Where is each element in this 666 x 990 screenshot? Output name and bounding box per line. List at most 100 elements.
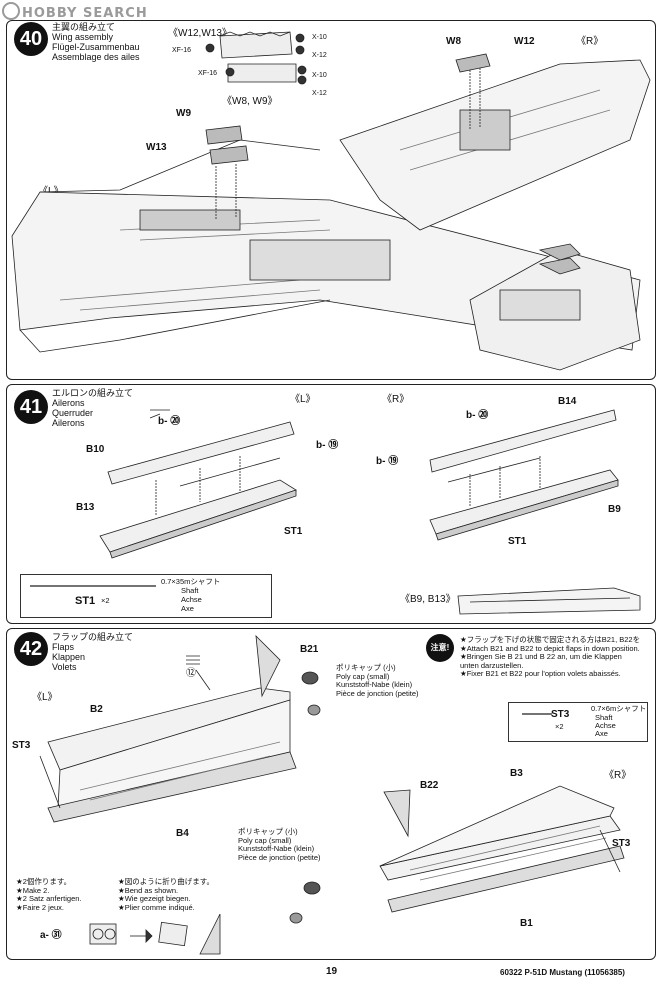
- bend-fr: ★Plier comme indiqué.: [118, 902, 195, 912]
- variant-b9-b13: 《B9, B13》: [400, 594, 456, 605]
- part-b13: B13: [76, 502, 95, 513]
- side-left-42: 《L》: [32, 692, 58, 703]
- step-40-title: 主翼の組み立て Wing assembly Flügel-Zusammenbau…: [52, 22, 140, 62]
- group-w12-w13: 《W12,W13》: [168, 28, 232, 39]
- title-en: Wing assembly: [52, 32, 114, 42]
- part-b2: B2: [90, 704, 103, 715]
- step-42-title: フラップの組み立て Flaps Klappen Volets: [52, 632, 133, 672]
- bend-de: ★Wie gezeigt biegen.: [118, 894, 191, 903]
- bend-en: ★Bend as shown.: [118, 885, 179, 895]
- title-jp: エルロンの組み立て: [52, 388, 134, 398]
- part-b22: B22: [420, 780, 439, 791]
- side-right: 《R》: [576, 36, 604, 47]
- group-w8-w9: 《W8, W9》: [222, 96, 278, 107]
- shaft-spec: 0.7×35mシャフト: [161, 577, 221, 586]
- part-b1: B1: [520, 918, 533, 929]
- paint-x10-a: X-10: [312, 34, 327, 41]
- watermark: HOBBY SEARCH: [2, 2, 148, 21]
- make2-en: ★Make 2.: [16, 885, 50, 895]
- ref-a31: a- ㉛: [40, 930, 62, 941]
- logo-icon: [2, 2, 20, 20]
- ref-b19-right: b- ⑲: [376, 456, 399, 467]
- step-41-title: エルロンの組み立て Ailerons Querruder Ailerons: [52, 388, 133, 428]
- part-w8: W8: [446, 36, 461, 47]
- part-b9: B9: [608, 504, 621, 515]
- make2-fr: ★Faire 2 jeux.: [16, 902, 64, 912]
- caution-badge: 注意!: [426, 634, 454, 662]
- step-41-number: 41: [14, 390, 48, 424]
- side-right-41: 《R》: [382, 394, 410, 405]
- polycap-de: Kunststoff-Nabe (klein): [238, 844, 315, 853]
- shaft-part: ST3: [551, 709, 570, 720]
- polycap-top: ポリキャップ (小) Poly cap (small) Kunststoff-N…: [336, 663, 419, 698]
- title-fr: Ailerons: [52, 418, 85, 428]
- note-jp: ★フラップを下げの状態で固定される方はB21, B22を: [460, 635, 641, 644]
- bend-note: ★図のように折り曲げます。 ★Bend as shown. ★Wie gezei…: [118, 877, 214, 912]
- shaft-fr: Axe: [181, 604, 194, 613]
- title-fr: Assemblage des ailes: [52, 52, 140, 62]
- part-w9: W9: [176, 108, 191, 119]
- step-42-number: 42: [14, 632, 48, 666]
- part-st1-right: ST1: [508, 536, 527, 547]
- part-b4: B4: [176, 828, 189, 839]
- ref-b20-right: b- ⑳: [466, 410, 489, 421]
- shaft-fr: Axe: [595, 729, 608, 738]
- part-b21: B21: [300, 644, 319, 655]
- note-de: ★Bringen Sie B 21 und B 22 an, um die Kl…: [460, 652, 622, 661]
- part-b14: B14: [558, 396, 577, 407]
- side-left-41: 《L》: [290, 394, 316, 405]
- paint-x10-b: X-10: [312, 72, 327, 79]
- title-en: Flaps: [52, 642, 75, 652]
- polycap-jp: ポリキャップ (小): [238, 827, 298, 836]
- title-de: Flügel-Zusammenbau: [52, 42, 140, 52]
- shaft-en: Shaft: [181, 586, 199, 595]
- page-number: 19: [326, 966, 338, 977]
- polycap-fr: Pièce de jonction (petite): [238, 852, 321, 862]
- note-de-2: unten darzustellen.: [460, 660, 524, 670]
- step-40-number: 40: [14, 22, 48, 56]
- polycap-en: Poly cap (small): [336, 671, 390, 681]
- make2-de: ★2 Satz anfertigen.: [16, 894, 82, 903]
- shaft-part: ST1: [75, 595, 96, 607]
- shaft-de: Achse: [595, 721, 616, 730]
- shaft-de: Achse: [181, 595, 202, 604]
- title-jp: フラップの組み立て: [52, 632, 134, 642]
- part-st1-left: ST1: [284, 526, 303, 537]
- flap-notes: ★フラップを下げの状態で固定される方はB21, B22を ★Attach B21…: [460, 635, 641, 679]
- paint-xf16-a: XF-16: [172, 47, 192, 54]
- part-st3-left: ST3: [12, 740, 31, 751]
- part-b3: B3: [510, 768, 523, 779]
- shaft-spec: 0.7×6mシャフト: [591, 704, 647, 713]
- title-jp: 主翼の組み立て: [52, 22, 116, 32]
- part-b10: B10: [86, 444, 105, 455]
- part-w13: W13: [146, 142, 167, 153]
- paint-xf16-b: XF-16: [198, 70, 218, 77]
- make2-jp: ★2個作ります。: [16, 877, 72, 886]
- shaft-qty: ×2: [555, 722, 564, 731]
- polycap-bottom: ポリキャップ (小) Poly cap (small) Kunststoff-N…: [238, 827, 321, 862]
- side-right-42: 《R》: [604, 770, 632, 781]
- note-fr: ★Fixer B21 et B22 pour l'option volets a…: [460, 669, 621, 678]
- title-en: Ailerons: [52, 398, 85, 408]
- make-2-note: ★2個作ります。 ★Make 2. ★2 Satz anfertigen. ★F…: [16, 877, 82, 912]
- shaft-qty: ×2: [101, 596, 110, 605]
- paint-x12-a: X-12: [312, 52, 327, 59]
- polycap-jp: ポリキャップ (小): [336, 663, 396, 672]
- shaft-st3-box: 0.7×6mシャフト Shaft Achse Axe ST3 ×2: [508, 702, 648, 742]
- note-en: ★Attach B21 and B22 to depict flaps in d…: [460, 643, 640, 653]
- part-st3-right: ST3: [612, 838, 631, 849]
- polycap-en: Poly cap (small): [238, 835, 292, 845]
- part-12: ⑫: [186, 668, 196, 679]
- title-de: Querruder: [52, 408, 94, 418]
- polycap-de: Kunststoff-Nabe (klein): [336, 680, 413, 689]
- part-w12: W12: [514, 36, 535, 47]
- title-de: Klappen: [52, 652, 86, 662]
- polycap-fr: Pièce de jonction (petite): [336, 688, 419, 698]
- shaft-st1-box: 0.7×35mシャフト Shaft Achse Axe ST1 ×2: [20, 574, 272, 618]
- ref-b19-left: b- ⑲: [316, 440, 339, 451]
- bend-jp: ★図のように折り曲げます。: [118, 877, 214, 886]
- product-code: 60322 P-51D Mustang (11056385): [500, 968, 625, 977]
